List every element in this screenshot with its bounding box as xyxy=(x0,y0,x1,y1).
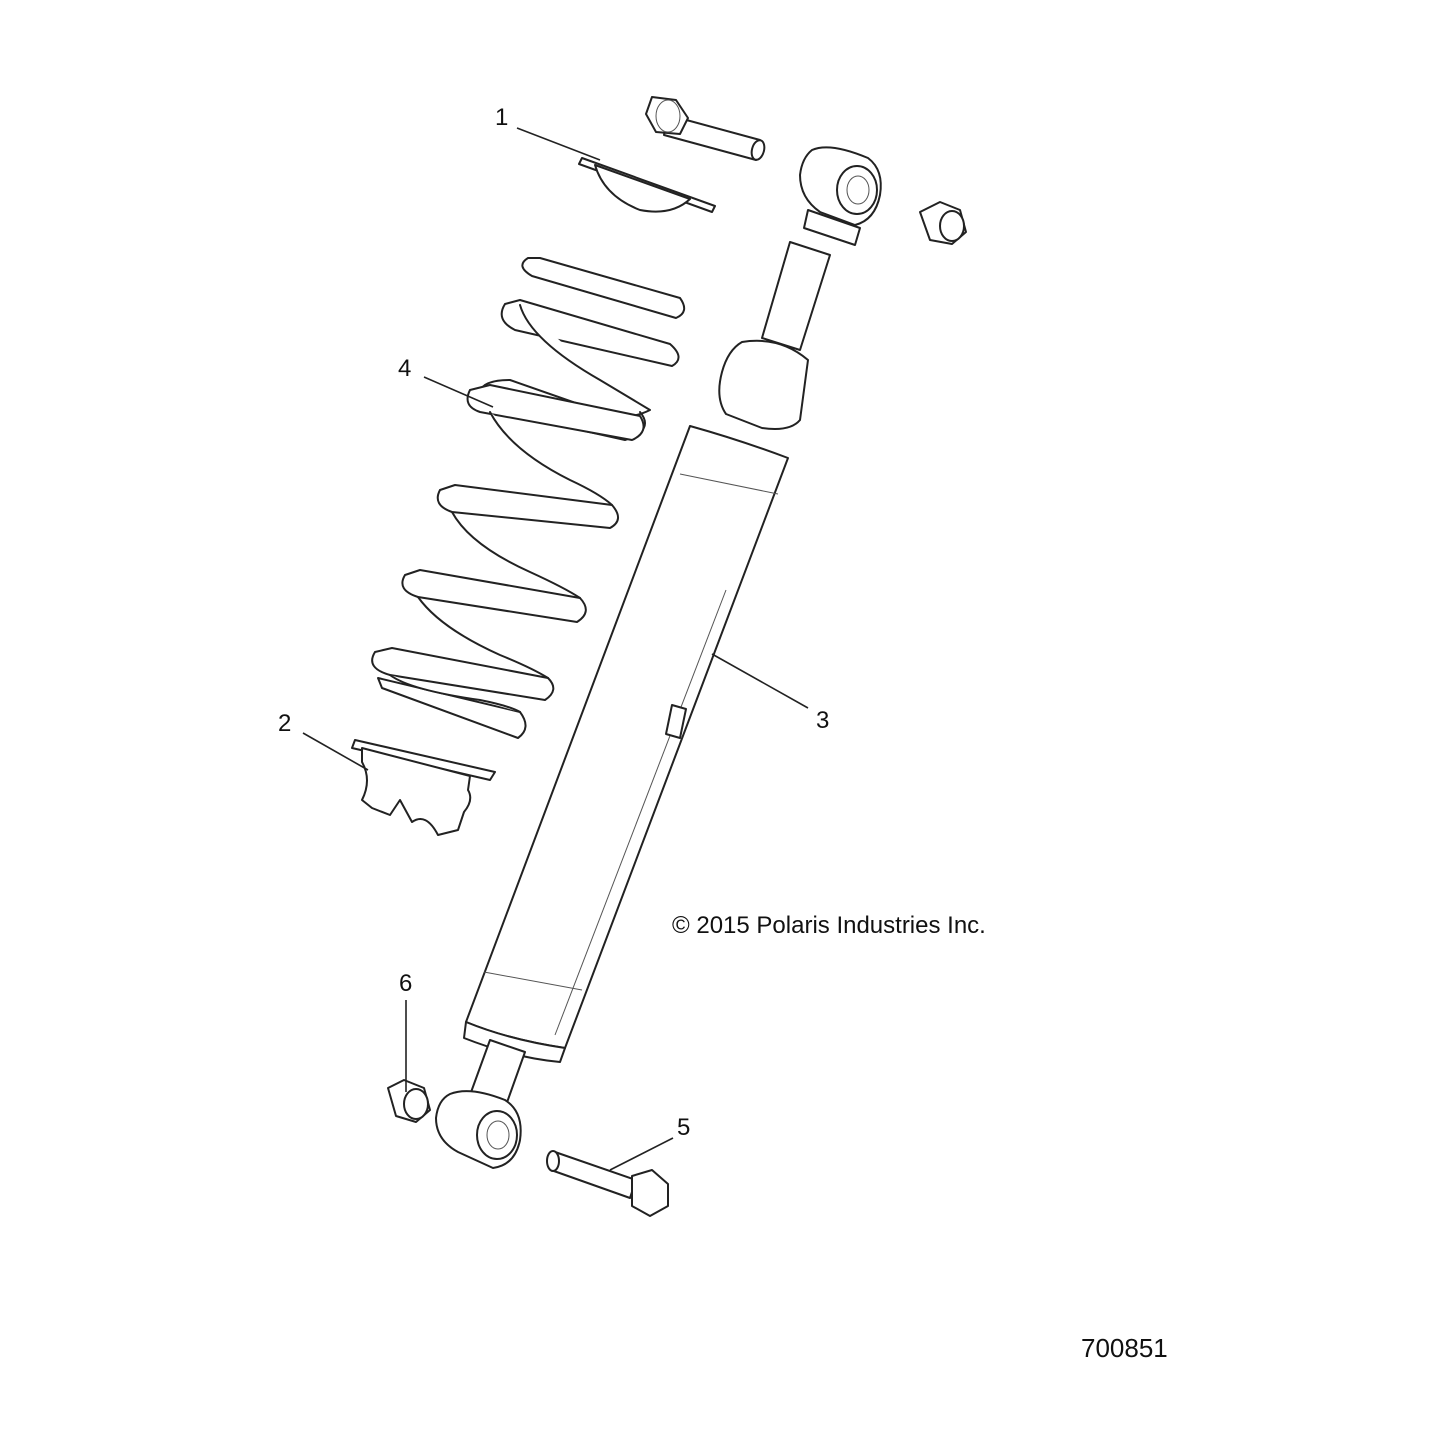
drawing-number: 700851 xyxy=(1081,1333,1168,1363)
shock-absorber xyxy=(435,146,882,1169)
callout-4: 4 xyxy=(398,355,412,382)
lower-bolt xyxy=(546,1150,669,1217)
callout-6: 6 xyxy=(399,970,413,997)
leader-lines xyxy=(302,127,809,1171)
callout-1: 1 xyxy=(495,104,509,131)
top-bolt xyxy=(645,96,766,161)
lower-nut xyxy=(387,1079,431,1123)
callout-2: 2 xyxy=(278,710,292,737)
callout-5: 5 xyxy=(677,1114,691,1141)
coil-spring xyxy=(371,257,686,739)
copyright-notice: © 2015 Polaris Industries Inc. xyxy=(672,912,986,939)
upper-spring-retainer xyxy=(578,157,716,213)
callout-3: 3 xyxy=(816,707,830,734)
upper-nut xyxy=(919,201,967,245)
lower-spring-retainer xyxy=(351,739,496,836)
